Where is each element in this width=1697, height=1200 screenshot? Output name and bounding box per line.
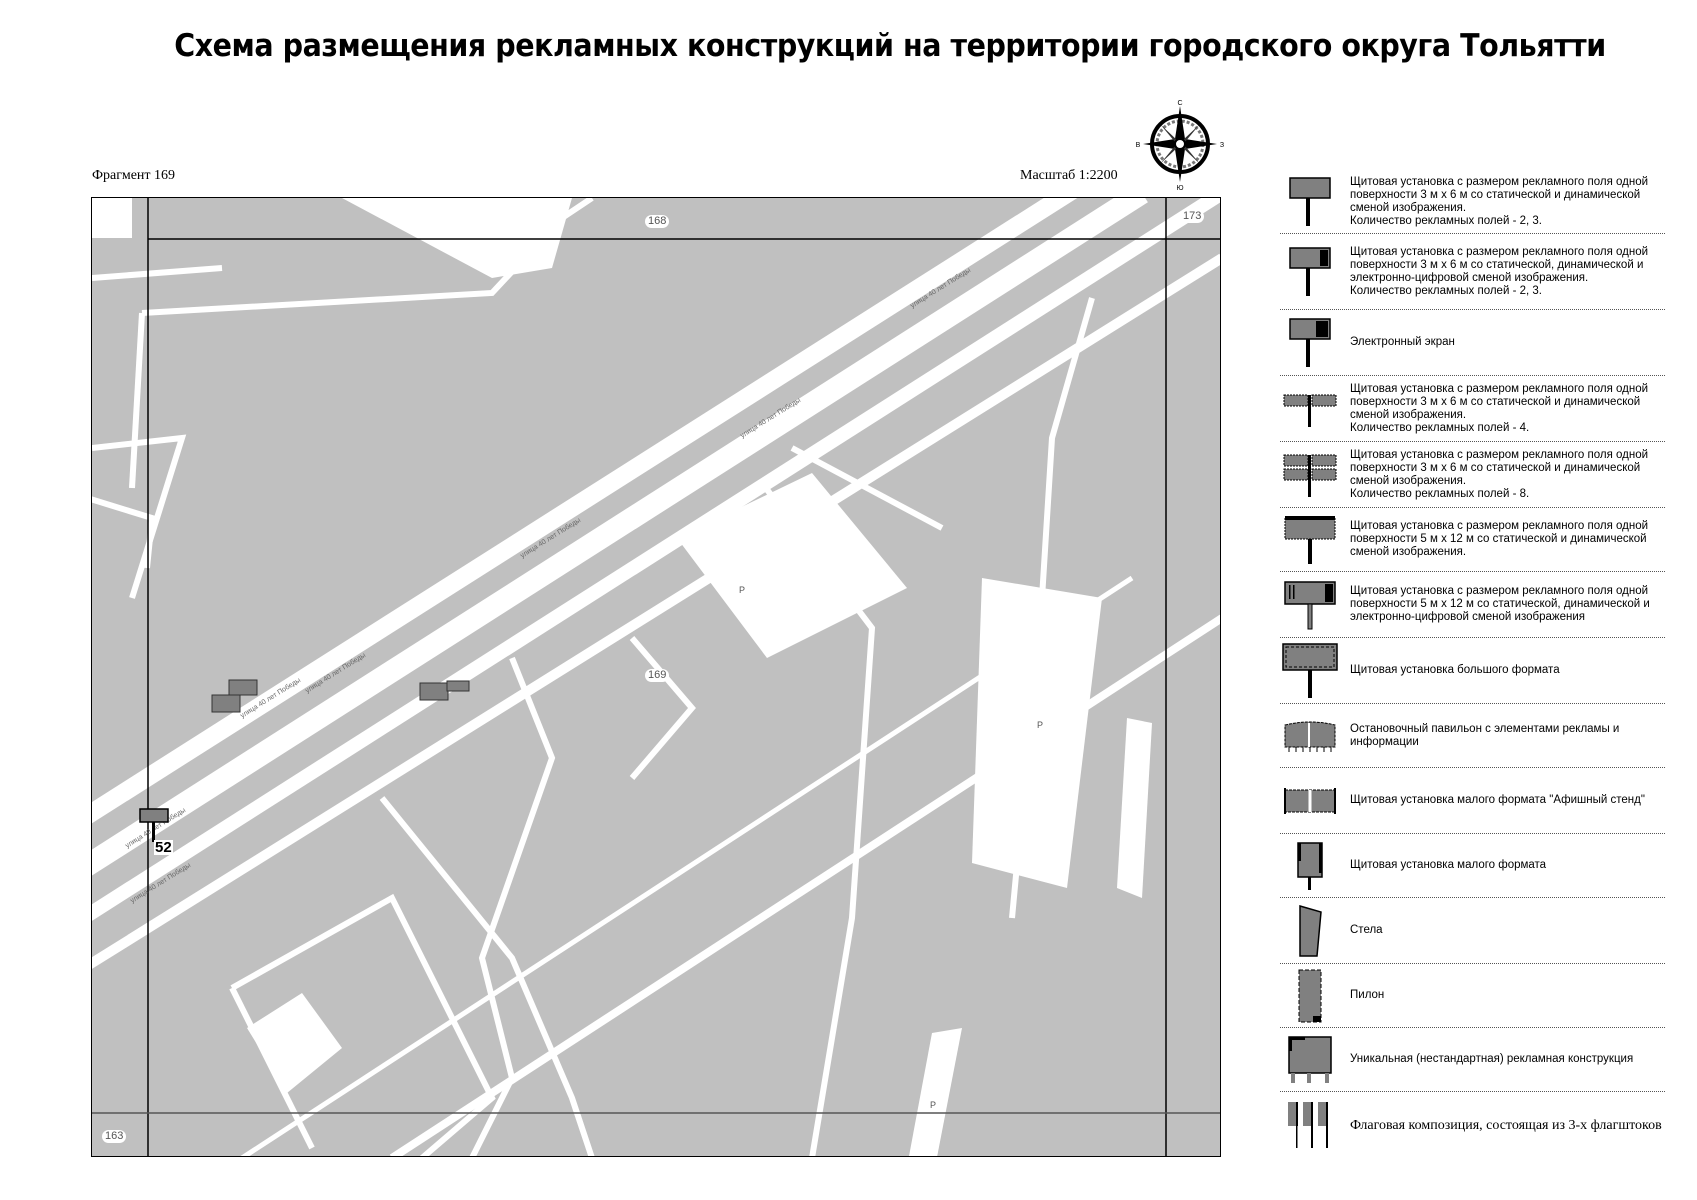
billboard-3x6-icon	[139, 808, 169, 842]
map-canvas: Р Р Р улица 40 лет Победы улица 40 лет П…	[92, 198, 1220, 1156]
compass-rose-icon: С Ю В З	[1135, 98, 1225, 192]
unique-structure-icon	[1280, 1035, 1340, 1085]
compass-west: В	[1136, 142, 1141, 149]
pylon-icon	[1280, 968, 1340, 1024]
bus-stop-pavilion-icon	[1280, 719, 1340, 753]
legend-item-billboard-5x12-digital: Щитовая установка с размером рекламного …	[1280, 572, 1665, 638]
adjacent-fragment-173[interactable]: 173	[1180, 210, 1205, 223]
billboard-4-fields-icon	[1280, 389, 1340, 429]
scale-label: Масштаб 1:2200	[1020, 168, 1118, 183]
legend-item-billboard-3x6: Щитовая установка с размером рекламного …	[1280, 170, 1665, 234]
flag-composition-icon	[1280, 1100, 1340, 1150]
legend-item-bus-stop-pavilion: Остановочный павильон с элементами рекла…	[1280, 704, 1665, 768]
compass-south: Ю	[1176, 185, 1183, 190]
legend-item-billboard-3x6-digital: Щитовая установка с размером рекламного …	[1280, 234, 1665, 310]
legend-item-unique-structure: Уникальная (нестандартная) рекламная кон…	[1280, 1028, 1665, 1092]
svg-text:Р: Р	[739, 585, 745, 595]
large-format-billboard-icon	[1280, 642, 1340, 700]
current-fragment-169: 169	[645, 669, 670, 682]
billboard-5x12-digital-icon	[1280, 579, 1340, 631]
billboard-8-fields-icon	[1280, 451, 1340, 499]
street-40-let-pobedy	[92, 198, 1220, 969]
poster-stand-icon	[1280, 786, 1340, 816]
legend-item-pylon: Пилон	[1280, 964, 1665, 1028]
svg-text:Р: Р	[930, 1100, 936, 1110]
billboard-3x6-icon	[1280, 176, 1340, 228]
legend-item-stela: Стела	[1280, 898, 1665, 964]
legend-item-large-format-billboard: Щитовая установка большого формата	[1280, 638, 1665, 704]
compass-north: С	[1177, 100, 1182, 107]
adjacent-fragment-163[interactable]: 163	[102, 1130, 127, 1143]
legend: Щитовая установка с размером рекламного …	[1280, 170, 1665, 1158]
legend-item-billboard-5x12: Щитовая установка с размером рекламного …	[1280, 508, 1665, 572]
parking-lot	[972, 578, 1102, 888]
legend-item-billboard-8-fields: Щитовая установка с размером рекламного …	[1280, 442, 1665, 508]
electronic-screen-icon	[1280, 317, 1340, 369]
stela-icon	[1280, 904, 1340, 958]
parking-lot	[677, 473, 907, 658]
map-fragment[interactable]: Р Р Р улица 40 лет Победы улица 40 лет П…	[91, 197, 1221, 1157]
legend-item-electronic-screen: Электронный экран	[1280, 310, 1665, 376]
fragment-label: Фрагмент 169	[92, 168, 176, 183]
small-format-billboard-icon	[1280, 841, 1340, 891]
billboard-3x6-digital-icon	[1280, 246, 1340, 298]
adjacent-fragment-168[interactable]: 168	[645, 215, 670, 228]
legend-item-small-format-billboard: Щитовая установка малого формата	[1280, 834, 1665, 898]
marker-number: 52	[154, 839, 173, 856]
legend-item-flag-composition: Флаговая композиция, состоящая из 3-х фл…	[1280, 1092, 1665, 1158]
compass-east: З	[1220, 142, 1224, 149]
svg-text:Р: Р	[1037, 720, 1043, 730]
legend-item-poster-stand: Щитовая установка малого формата "Афишны…	[1280, 768, 1665, 834]
legend-item-billboard-4-fields: Щитовая установка с размером рекламного …	[1280, 376, 1665, 442]
page-title: Схема размещения рекламных конструкций н…	[174, 28, 1606, 64]
billboard-5x12-icon	[1280, 514, 1340, 566]
